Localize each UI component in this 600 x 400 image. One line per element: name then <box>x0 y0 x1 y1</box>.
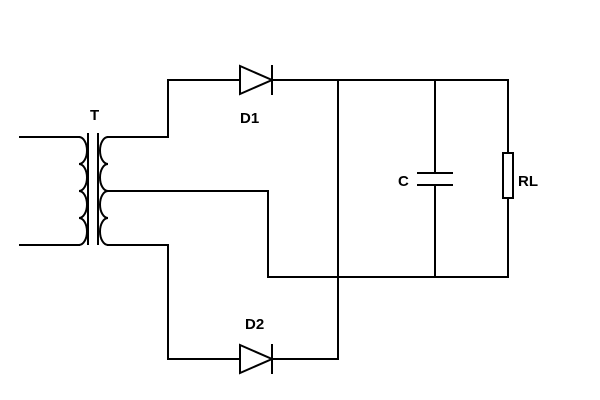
capacitor-label: C <box>398 173 409 190</box>
diode-d1-triangle <box>239 64 275 96</box>
load-resistor-rl: RL <box>502 152 538 199</box>
diode-d2-label: D2 <box>245 316 264 333</box>
diode-d1: D1 <box>239 64 275 127</box>
resistor-body <box>502 152 514 199</box>
wire-secondary-bottom-to-d2 <box>107 244 241 360</box>
secondary-coil <box>99 136 109 246</box>
wire-center-tap-to-ground <box>107 190 509 278</box>
wire-d2-to-output <box>271 79 339 360</box>
diode-d2-triangle <box>239 343 275 375</box>
capacitor-c: C <box>398 172 453 190</box>
diode-d1-label: D1 <box>240 110 259 127</box>
diode-d2: D2 <box>239 316 275 375</box>
wires <box>107 79 509 360</box>
resistor-label: RL <box>518 173 538 190</box>
transformer: T <box>19 107 109 246</box>
wire-secondary-top-to-d1 <box>107 79 241 138</box>
primary-coil <box>78 136 88 246</box>
transformer-label: T <box>90 107 99 124</box>
